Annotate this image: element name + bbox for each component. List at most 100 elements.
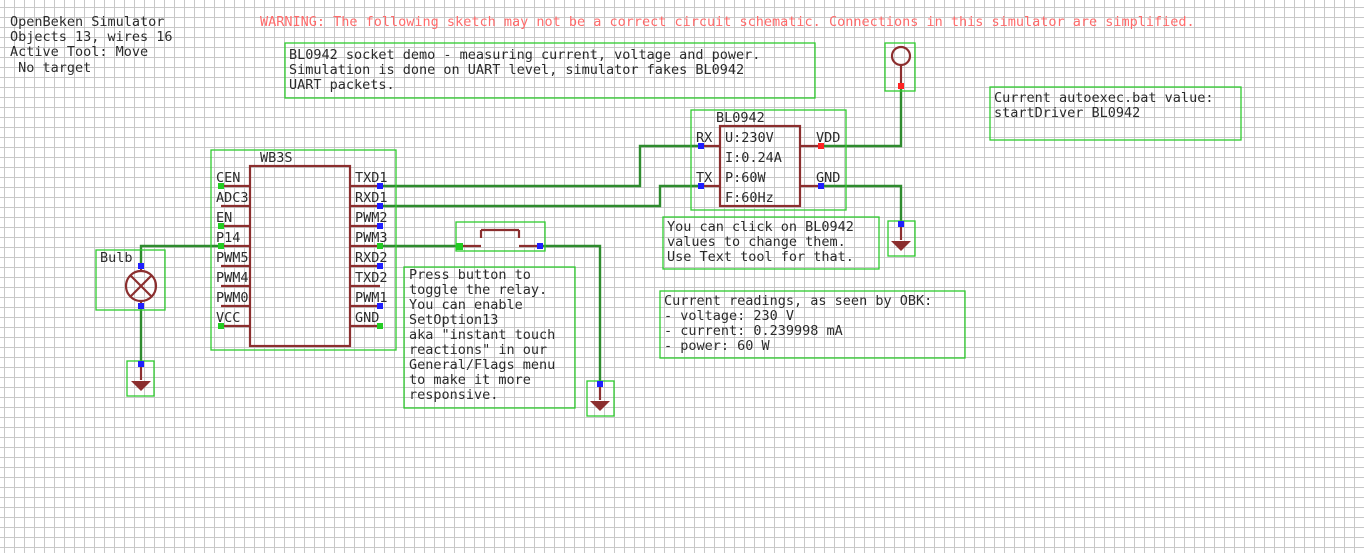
- relay-button-frame: [455, 221, 546, 252]
- relay-button-pin-right[interactable]: [537, 243, 543, 249]
- button-hint-line: Press button to: [409, 267, 531, 283]
- readings-frame: [659, 290, 966, 359]
- wb3s-pin-label: RXD2: [355, 250, 388, 266]
- wb3s-right-pin[interactable]: [377, 303, 383, 309]
- bl0942-chip[interactable]: BL0942 RX TX VDD GND U:230V I:0.24A P:60…: [690, 109, 847, 211]
- relay-button-pin-left[interactable]: [456, 243, 463, 250]
- wb3s-pin-label: PWM1: [355, 290, 388, 306]
- wb3s-pin-label: CEN: [216, 170, 240, 186]
- wb3s-right-pin[interactable]: [377, 223, 383, 229]
- click-hint-note[interactable]: You can click on BL0942 values to change…: [662, 216, 880, 270]
- wire-button-ground[interactable]: [540, 244, 602, 384]
- power-source[interactable]: [884, 42, 916, 92]
- intro-note[interactable]: BL0942 socket demo - measuring current, …: [284, 42, 816, 99]
- bulb-icon: [124, 269, 158, 303]
- bl0942-gnd-pin[interactable]: [818, 183, 824, 189]
- wb3s-pin-label: EN: [216, 210, 232, 226]
- wb3s-pin-label: TXD1: [355, 170, 388, 186]
- readings-title: Current readings, as seen by OBK:: [664, 293, 932, 309]
- wire-txd1-rx[interactable]: [380, 144, 701, 188]
- button-hint-line: toggle the relay.: [409, 282, 547, 298]
- autoexec-value: startDriver BL0942: [994, 105, 1140, 121]
- wb3s-pin-label: PWM4: [216, 270, 249, 286]
- bl0942-pin-vdd: VDD: [816, 130, 840, 146]
- bl0942-label: BL0942: [716, 110, 765, 126]
- bl0942-pin-tx: TX: [696, 170, 712, 186]
- bl0942-selection-frame: [690, 109, 847, 211]
- bl0942-body: [718, 124, 802, 208]
- relay-button[interactable]: [455, 221, 546, 252]
- button-hint-line: You can enable: [409, 297, 523, 313]
- wb3s-body: [248, 164, 352, 348]
- click-hint-line: Use Text tool for that.: [667, 249, 854, 265]
- wire-vdd-power[interactable]: [821, 87, 903, 148]
- ground-bulb-pin[interactable]: [138, 361, 144, 367]
- wb3s-pin-label: PWM3: [355, 230, 388, 246]
- target-label: No target: [10, 60, 91, 76]
- intro-note-line: Simulation is done on UART level, simula…: [289, 62, 744, 78]
- readings-voltage: - voltage: 230 V: [664, 308, 794, 324]
- button-hint-line: General/Flags menu: [409, 357, 555, 373]
- wb3s-pin-label: RXD1: [355, 190, 388, 206]
- bl0942-rx-pin[interactable]: [698, 143, 704, 149]
- click-hint-frame: [662, 216, 880, 270]
- intro-note-frame: [284, 42, 816, 99]
- wb3s-pin-label: PWM0: [216, 290, 249, 306]
- wb3s-right-pin[interactable]: [377, 203, 383, 209]
- ground-bl0942[interactable]: [887, 220, 916, 257]
- wb3s-right-pin[interactable]: [377, 263, 383, 269]
- button-hint-line: SetOption13: [409, 312, 498, 328]
- wb3s-right-pin[interactable]: [377, 323, 383, 329]
- wb3s-right-pin[interactable]: [377, 243, 383, 249]
- wire-rxd1-tx[interactable]: [380, 184, 701, 208]
- ground-button[interactable]: [586, 380, 615, 417]
- bl0942-voltage-value[interactable]: U:230V: [725, 130, 774, 146]
- wire-p14-bulb[interactable]: [139, 244, 221, 266]
- wb3s-pin-label: PWM2: [355, 210, 388, 226]
- bl0942-power-value[interactable]: P:60W: [725, 170, 767, 186]
- wb3s-left-pin[interactable]: [218, 223, 224, 229]
- ground-bl0942-pin[interactable]: [898, 221, 904, 227]
- bulb-pin-bottom[interactable]: [138, 303, 144, 309]
- autoexec-note[interactable]: Current autoexec.bat value: startDriver …: [989, 86, 1242, 141]
- bl0942-vdd-pin[interactable]: [818, 143, 824, 149]
- wb3s-left-pin[interactable]: [218, 323, 224, 329]
- ground-icon: [590, 401, 610, 411]
- button-hint-note[interactable]: Press button to toggle the relay. You ca…: [403, 266, 576, 409]
- bl0942-tx-pin[interactable]: [698, 183, 704, 189]
- power-source-symbol: [890, 45, 912, 67]
- button-hint-line: aka "instant touch: [409, 327, 555, 343]
- active-tool-label: Active Tool: Move: [10, 44, 148, 60]
- bl0942-frequency-value[interactable]: F:60Hz: [725, 190, 774, 206]
- wb3s-pin-label: P14: [216, 230, 240, 246]
- intro-note-line: BL0942 socket demo - measuring current, …: [289, 47, 760, 63]
- bl0942-pin-gnd: GND: [816, 170, 840, 186]
- bl0942-current-value[interactable]: I:0.24A: [725, 150, 782, 166]
- bl0942-pin-rx: RX: [696, 130, 712, 146]
- wire-gnd-ground[interactable]: [821, 184, 903, 224]
- wb3s-label: WB3S: [260, 150, 293, 166]
- ground-icon: [891, 241, 911, 251]
- wb3s-right-pin[interactable]: [377, 183, 383, 189]
- bulb-frame: [95, 249, 166, 311]
- ground-icon: [131, 381, 151, 391]
- bulb-label: Bulb: [100, 250, 133, 266]
- wb3s-left-pin[interactable]: [218, 183, 224, 189]
- bulb[interactable]: Bulb: [95, 249, 166, 311]
- click-hint-line: You can click on BL0942: [667, 219, 854, 235]
- wb3s-pin-label: PWM5: [216, 250, 249, 266]
- readings-note[interactable]: Current readings, as seen by OBK: - volt…: [659, 290, 966, 359]
- ground-bulb[interactable]: [126, 360, 155, 397]
- click-hint-line: values to change them.: [667, 234, 846, 250]
- button-hint-frame: [403, 266, 576, 409]
- wb3s-pin-label: VCC: [216, 310, 240, 326]
- power-source-frame: [884, 42, 916, 92]
- wb3s-selection-frame: [210, 149, 397, 351]
- ground-button-pin[interactable]: [597, 381, 603, 387]
- wb3s-left-pin[interactable]: [218, 243, 224, 249]
- wb3s-pin-label: ADC3: [216, 190, 249, 206]
- bulb-pin-top[interactable]: [138, 263, 144, 269]
- power-source-pin[interactable]: [898, 83, 904, 89]
- autoexec-title: Current autoexec.bat value:: [994, 90, 1213, 106]
